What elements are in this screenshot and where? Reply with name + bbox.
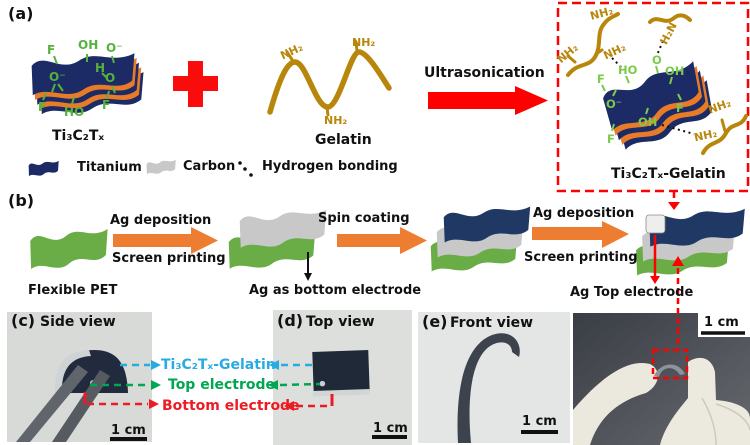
step3-bottom-label: Screen printing [524,250,638,265]
panel-a-label: (a) [8,4,34,23]
photo-hand-zoom [573,313,750,445]
panel-d-title: Top view [306,314,375,330]
annotation-arrows-green [90,380,321,390]
red-dashed-connectors [651,192,689,380]
product-label: Ti₃C₂Tₓ-Gelatin [611,166,726,182]
step2-label: Spin coating [318,211,410,226]
step1-top-label: Ag deposition [110,213,212,228]
fg-f: F [38,100,47,114]
pet-sheet [30,229,108,269]
ultrasonication-label: Ultrasonication [424,65,545,81]
photo-front-view [418,312,570,443]
legend-hydrogen-bonding: Hydrogen bonding [262,159,398,174]
annotation-top-electrode: Top electrode [168,377,276,393]
annotation-mxene-gelatin: Ti₃C₂Tₓ-Gelatin [161,357,276,373]
panel-e-label: (e) [422,312,448,331]
fg-f: F [597,72,605,86]
photo-side-view [7,312,152,442]
carbon-flake-icon [146,159,176,175]
mxene-label: Ti₃C₂Tₓ [52,128,105,144]
fg-f: F [607,132,615,146]
process-arrow-3 [532,221,629,248]
fg-o: O [652,53,662,67]
fg-f: F [676,101,684,115]
product-gelatin-chains [566,12,748,155]
glove-fingers [660,357,750,445]
sensor-top-face [312,350,370,397]
fg-oh: OH [78,38,99,52]
fg-o-minus: O⁻ [606,97,622,111]
legend-titanium: Titanium [77,160,142,175]
amine-label: NH₂ [352,36,376,49]
mxene-ag-pet-stack [430,206,531,272]
mxene-flake [32,53,144,114]
product-dashed-box [556,1,750,193]
bottom-electrode-label: Ag as bottom electrode [249,283,422,298]
panel-d-label: (d) [277,311,304,330]
substrate-label: Flexible PET [28,283,118,298]
tweezers-prong [16,365,88,442]
amine-label: NH₂ [324,114,348,127]
process-arrow-2 [337,227,427,254]
fg-oh: OH [665,64,685,78]
fg-h: H [95,61,106,75]
fg-o-minus: O⁻ [49,70,66,84]
step1-bottom-label: Screen printing [112,251,226,266]
scale-bar-label: 1 cm [522,414,557,429]
panel-c-label: (c) [11,311,36,330]
scale-bar-label: 1 cm [373,421,408,436]
hydrogen-bonds [611,40,695,135]
hydrogen-bond-dots-icon [238,161,253,177]
ag-on-pet-stack [228,209,327,269]
final-device-stack [636,208,745,276]
scale-bar-label: 1 cm [704,315,739,330]
fg-ho: HO [618,63,638,77]
fg-oh: OH [638,115,658,129]
panel-c-title: Side view [40,314,116,330]
glove-thumb [573,362,658,445]
scale-bar-label: 1 cm [111,423,146,438]
fg-f: F [102,98,111,112]
panel-e-title: Front view [450,315,534,331]
ag-top-electrode-pad [645,214,666,234]
top-electrode-label: Ag Top electrode [570,285,694,300]
titanium-flake-icon [28,160,59,177]
fg-o: O [105,71,116,85]
annotation-bottom-electrode: Bottom electrode [162,398,300,414]
bent-sensor-front [457,333,520,443]
zoom-highlight-box [651,348,689,380]
fg-ho: HO [64,105,85,119]
legend-carbon: Carbon [183,159,236,174]
process-arrow-1 [113,227,218,254]
fg-o-minus: O⁻ [106,41,123,55]
gelatin-label: Gelatin [315,132,372,148]
pinched-sensor [654,364,685,377]
step3-top-label: Ag deposition [533,206,635,221]
product-mxene-flake [600,59,719,152]
ultrasonication-arrow [428,86,548,115]
photo-top-view [273,310,412,445]
annotation-arrows-red [83,392,334,411]
gelatin-molecule [267,40,392,117]
functional-group-stems [42,54,116,105]
bottom-electrode-pointer-arrow [304,252,312,281]
panel-b-label: (b) [8,191,35,210]
fg-f: F [47,43,56,57]
plus-icon [173,61,218,107]
tweezers-prong [52,370,110,442]
annotation-arrows-cyan [120,360,316,370]
top-electrode-pointer-arrow [650,235,660,284]
